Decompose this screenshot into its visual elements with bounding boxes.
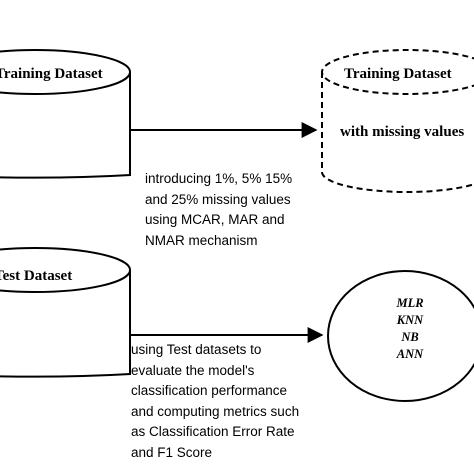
evaluation-note-line: and computing metrics such [131, 403, 300, 419]
training-missing-top-label: Training Dataset [344, 66, 452, 82]
evaluation-note-line: as Classification Error Rate [131, 424, 295, 439]
training-dataset-label: Training Dataset [0, 66, 103, 82]
missing-values-note: introducing 1%, 5% 15% and 25% missing v… [145, 169, 292, 251]
model-ann: ANN [396, 347, 424, 361]
model-mlr: MLR [395, 296, 423, 310]
evaluation-note-line: classification performance [131, 383, 288, 398]
evaluation-note-line: using Test datasets to [131, 342, 262, 357]
test-dataset-label: Test Dataset [0, 268, 72, 284]
model-knn: KNN [396, 313, 424, 327]
models-ellipse: MLR KNN NB ANN [327, 270, 474, 402]
evaluation-note-line: and F1 Score [131, 444, 213, 460]
evaluation-note-line: evaluate the model's [131, 362, 255, 378]
evaluation-note: using Test datasets to evaluate the mode… [131, 340, 299, 463]
missing-values-note-line: using MCAR, MAR and [145, 212, 285, 227]
model-nb: NB [400, 330, 418, 344]
training-missing-body-label: with missing values [340, 124, 464, 140]
missing-values-note-line: introducing 1%, 5% 15% [145, 171, 293, 186]
training-dataset-cylinder: Training Dataset [0, 49, 131, 179]
test-dataset-cylinder: Test Dataset [0, 247, 131, 378]
missing-values-note-line: and 25% missing values [145, 191, 291, 207]
missing-values-note-line: NMAR mechanism [145, 232, 258, 248]
training-missing-cylinder: Training Dataset with missing values [321, 49, 474, 193]
